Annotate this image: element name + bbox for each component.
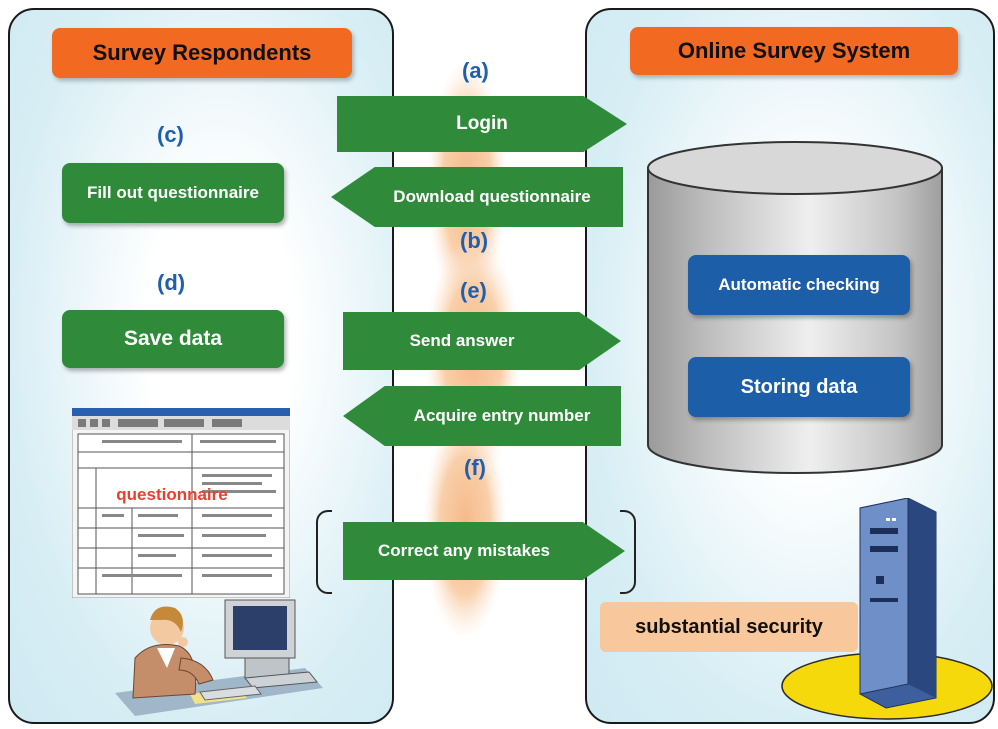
correct-mistakes-arrow: Correct any mistakes [343, 522, 625, 580]
automatic-checking-box: Automatic checking [688, 255, 910, 315]
send-answer-arrow: Send answer [343, 312, 621, 370]
correct-mistakes-label: Correct any mistakes [378, 541, 550, 560]
acquire-entry-number-label: Acquire entry number [413, 406, 591, 425]
login-arrow: Login [337, 96, 627, 152]
step-b-label: (b) [460, 228, 489, 253]
step-f-label: (f) [464, 455, 486, 480]
step-a-label: (a) [462, 58, 489, 83]
respondent-at-computer-illustration [115, 599, 323, 716]
login-label: Login [456, 113, 508, 134]
respondents-title: Survey Respondents [52, 28, 352, 78]
right-bracket [620, 510, 636, 594]
download-label: Download questionnaire [393, 187, 591, 206]
storing-data-box: Storing data [688, 357, 910, 417]
acquire-entry-number-arrow: Acquire entry number [343, 386, 621, 446]
fill-out-questionnaire-box: Fill out questionnaire [62, 163, 284, 223]
send-answer-label: Send answer [409, 331, 515, 350]
system-title: Online Survey System [630, 27, 958, 75]
step-e-label: (e) [460, 278, 487, 303]
server-tower-illustration [781, 498, 993, 720]
questionnaire-form-label: questionnaire [116, 485, 227, 504]
substantial-security-label: substantial security [600, 602, 858, 652]
step-c-label: (c) [157, 122, 184, 147]
save-data-box: Save data [62, 310, 284, 368]
download-arrow: Download questionnaire [331, 167, 623, 227]
left-bracket [316, 510, 332, 594]
questionnaire-form-image: questionnaire [72, 408, 290, 598]
step-d-label: (d) [157, 270, 186, 295]
